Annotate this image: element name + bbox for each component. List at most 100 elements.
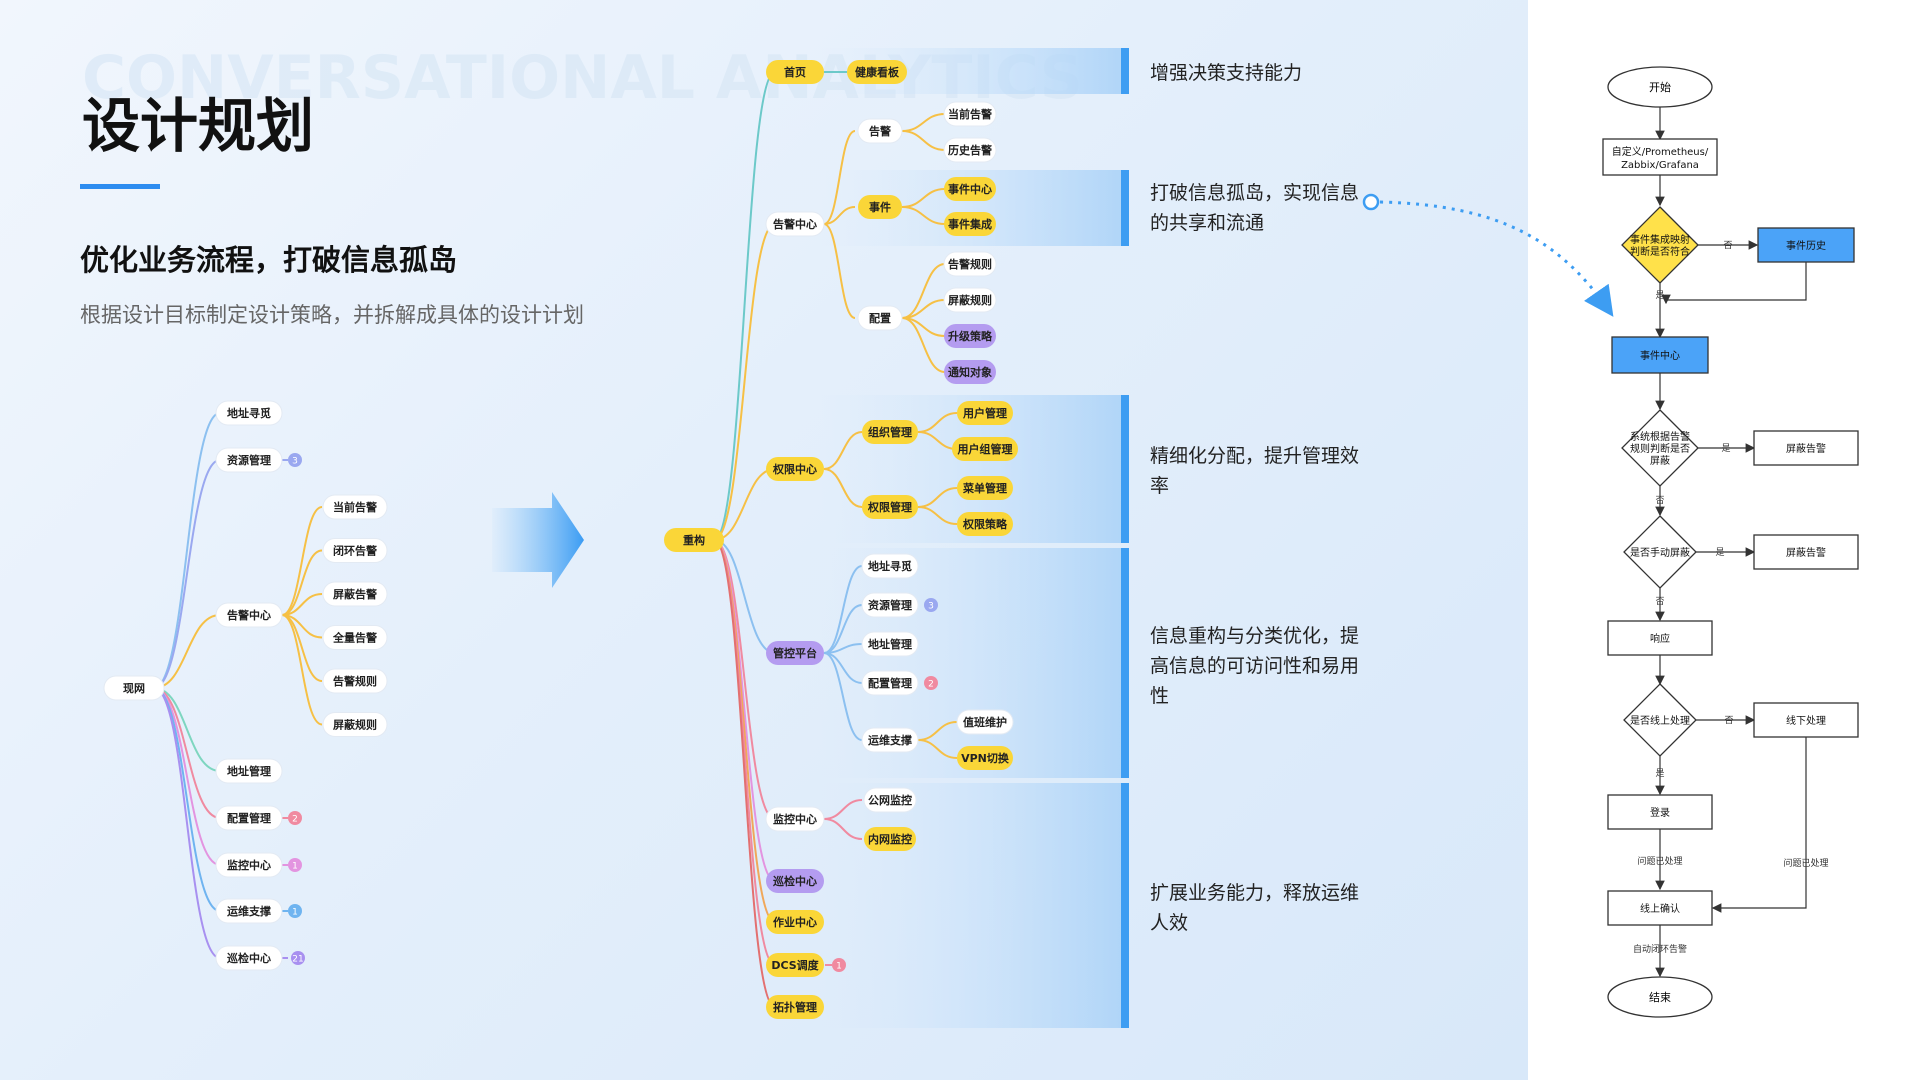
flow-label: 是 — [1715, 547, 1724, 558]
mindmap-edge — [153, 687, 221, 912]
config-child-2[interactable]: 升级策略 — [944, 324, 996, 348]
flow-offline[interactable]: 线下处理 — [1753, 702, 1859, 738]
flow-respond[interactable]: 响应 — [1607, 620, 1713, 656]
perm-child-1-bg — [957, 512, 1013, 536]
right-node-1[interactable]: 告警中心 — [765, 211, 825, 237]
root-node-refactor[interactable]: 重构 — [664, 528, 724, 552]
perm-child-0[interactable]: 菜单管理 — [957, 476, 1013, 500]
mindmap-edge — [713, 71, 776, 541]
right-node-4[interactable]: 监控中心 — [765, 806, 825, 832]
control-child-1[interactable]: 资源管理 — [861, 592, 919, 618]
config-child-1-bg — [943, 287, 997, 313]
left-badge-6 — [288, 904, 302, 918]
left-child-3[interactable]: 全量告警 — [322, 625, 388, 650]
right-node-5[interactable]: 巡检中心 — [766, 869, 824, 893]
config-child-0-bg — [943, 251, 997, 277]
svg-text:是否线上处理: 是否线上处理 — [1630, 714, 1690, 727]
left-child-1[interactable]: 闭环告警 — [322, 538, 388, 563]
control-child-0-label: 地址寻觅 — [868, 559, 912, 573]
left-node-2[interactable]: 告警中心 — [215, 602, 283, 628]
control-child-0[interactable]: 地址寻觅 — [861, 553, 919, 579]
right-node-3[interactable]: 管控平台 — [766, 641, 824, 665]
flow-event-center[interactable]: 事件中心 — [1611, 336, 1709, 374]
left-child-0[interactable]: 当前告警 — [322, 494, 388, 520]
mindmap-edge — [823, 223, 856, 319]
org-child-1[interactable]: 用户组管理 — [952, 437, 1018, 461]
right-node-8[interactable]: 拓扑管理 — [766, 995, 824, 1019]
flow-label: 是 — [1721, 443, 1730, 454]
monitor-child-0-bg — [863, 787, 917, 813]
left-badge-1 — [288, 453, 302, 467]
left-node-4-bg — [215, 805, 283, 831]
dcs-badge — [832, 958, 846, 972]
alarm-child-1[interactable]: 历史告警 — [943, 137, 997, 163]
perm-group-1[interactable]: 权限管理 — [862, 495, 918, 519]
left-child-5-bg — [322, 712, 388, 737]
perm-child-1-label: 权限策略 — [962, 517, 1008, 531]
right-node-6[interactable]: 作业中心 — [766, 910, 824, 934]
perm-child-0-bg — [957, 476, 1013, 500]
flow-label: 自动闭环告警 — [1633, 943, 1687, 955]
ops-child-0-label: 值班维护 — [963, 715, 1007, 729]
right-node-0-label: 首页 — [784, 65, 806, 79]
control-child-4[interactable]: 运维支撑 — [861, 727, 919, 753]
mindmap-edge — [153, 687, 221, 866]
event-child-0[interactable]: 事件中心 — [944, 177, 996, 201]
left-badge-6-text: 1 — [292, 908, 298, 918]
mindmap-edge — [917, 739, 958, 759]
left-node-5[interactable]: 监控中心 — [215, 852, 283, 878]
alarm-child-0[interactable]: 当前告警 — [943, 101, 997, 127]
ops-child-1[interactable]: VPN切换 — [957, 746, 1013, 770]
left-node-0[interactable]: 地址寻觅 — [215, 400, 283, 426]
alarm-group-0[interactable]: 告警 — [857, 118, 903, 144]
right-node-0[interactable]: 首页 — [766, 60, 824, 84]
flow-masked-2[interactable]: 屏蔽告警 — [1753, 534, 1859, 570]
left-node-3-bg — [215, 758, 283, 784]
flow-source-box[interactable]: 自定义/Prometheus/Zabbix/Grafana — [1602, 138, 1718, 176]
config-child-3[interactable]: 通知对象 — [944, 360, 996, 384]
left-node-4[interactable]: 配置管理 — [215, 805, 283, 831]
left-node-3[interactable]: 地址管理 — [215, 758, 283, 784]
control-child-3[interactable]: 配置管理 — [861, 670, 919, 696]
event-child-0-label: 事件中心 — [948, 182, 992, 196]
alarm-child-0-bg — [943, 101, 997, 127]
right-node-7[interactable]: DCS调度 — [766, 953, 824, 977]
left-child-0-label: 当前告警 — [333, 500, 377, 514]
svg-text:结束: 结束 — [1649, 991, 1671, 1004]
monitor-child-1[interactable]: 内网监控 — [864, 827, 916, 851]
ops-child-1-label: VPN切换 — [961, 751, 1010, 765]
left-child-5[interactable]: 屏蔽规则 — [322, 712, 388, 737]
left-node-1[interactable]: 资源管理 — [215, 447, 283, 473]
right-node-2[interactable]: 权限中心 — [766, 457, 824, 481]
root-node-current[interactable]: 现网 — [103, 675, 165, 701]
right-node-5-label: 巡检中心 — [773, 874, 817, 888]
flow-online-confirm[interactable]: 线上确认 — [1607, 890, 1713, 926]
alarm-group-1[interactable]: 事件 — [858, 195, 902, 219]
monitor-child-0[interactable]: 公网监控 — [863, 787, 917, 813]
flow-decision-4: 是否线上处理 — [1623, 683, 1697, 757]
alarm-group-2[interactable]: 配置 — [857, 305, 903, 331]
left-node-7[interactable]: 巡检中心 — [215, 945, 283, 971]
left-child-2[interactable]: 屏蔽告警 — [322, 581, 388, 607]
left-badge-4 — [288, 811, 302, 825]
flow-masked-1[interactable]: 屏蔽告警 — [1753, 430, 1859, 466]
org-child-0[interactable]: 用户管理 — [957, 401, 1013, 425]
perm-child-1[interactable]: 权限策略 — [957, 512, 1013, 536]
home-child[interactable]: 健康看板 — [847, 60, 907, 84]
control-child-2[interactable]: 地址管理 — [861, 631, 919, 657]
left-node-6[interactable]: 运维支撑 — [215, 898, 283, 924]
config-child-3-label: 通知对象 — [948, 365, 992, 379]
event-child-1[interactable]: 事件集成 — [944, 212, 996, 236]
perm-group-0[interactable]: 组织管理 — [862, 420, 918, 444]
config-child-0[interactable]: 告警规则 — [943, 251, 997, 277]
flow-event-history[interactable]: 事件历史 — [1757, 227, 1855, 263]
config-child-1[interactable]: 屏蔽规则 — [943, 287, 997, 313]
page-title: 设计规划 — [82, 92, 314, 160]
ops-child-0[interactable]: 值班维护 — [956, 709, 1014, 735]
svg-text:屏蔽告警: 屏蔽告警 — [1786, 546, 1826, 559]
home-child-label: 健康看板 — [855, 65, 900, 79]
alarm-child-1-bg — [943, 137, 997, 163]
flow-login[interactable]: 登录 — [1607, 794, 1713, 830]
mindmap-edge — [713, 539, 776, 1008]
left-child-4[interactable]: 告警规则 — [322, 668, 388, 694]
